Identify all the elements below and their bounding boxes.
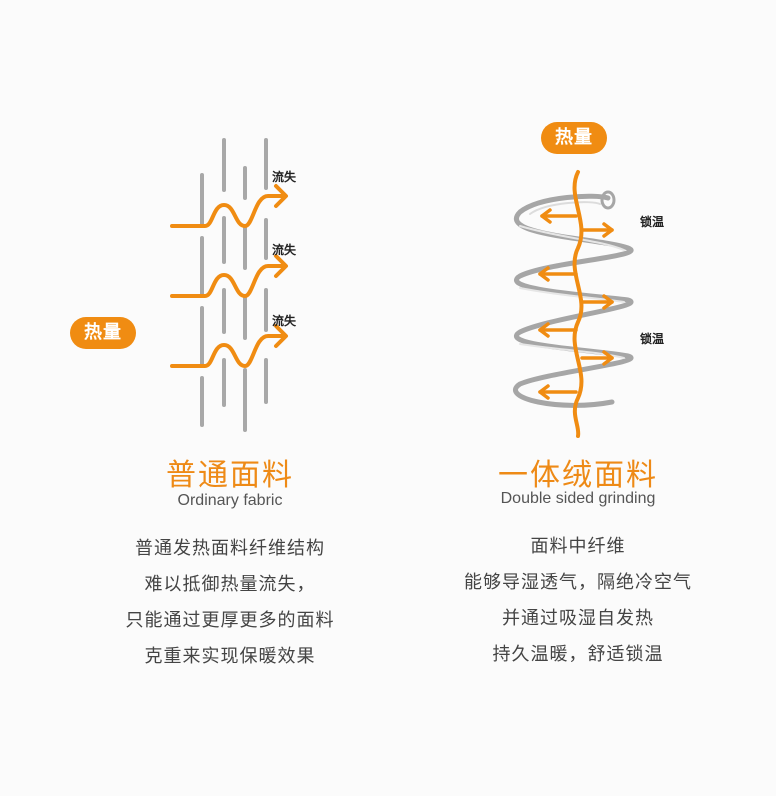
left-subtitle: Ordinary fabric: [177, 492, 283, 509]
right-heat-badge: 热量: [541, 122, 607, 154]
spiral-coil: [513, 190, 634, 408]
left-description-line: 难以抵御热量流失，: [144, 574, 316, 595]
arrow-heads: [274, 184, 288, 348]
lock-temp-label-1: 锁温: [640, 215, 665, 229]
diagram-illustrations: [170, 138, 634, 438]
heat-loss-arrows: [170, 194, 284, 368]
left-description-line: 只能通过更厚更多的面料: [125, 610, 335, 631]
heat-core-line: [572, 170, 584, 438]
left-description-line: 克重来实现保暖效果: [144, 646, 316, 667]
right-subtitle: Double sided grinding: [500, 490, 656, 507]
left-description-line: 普通发热面料纤维结构: [135, 538, 325, 559]
right-description-line: 能够导湿透气，隔绝冷空气: [464, 572, 692, 593]
right-title: 一体绒面料: [498, 458, 658, 493]
right-description: 面料中纤维 能够导湿透气，隔绝冷空气 并通过吸湿自发热 持久温暖，舒适锁温: [408, 529, 748, 673]
left-heat-badge: 热量: [70, 317, 136, 349]
lock-temp-label-2: 锁温: [640, 332, 665, 346]
right-description-line: 持久温暖，舒适锁温: [492, 644, 664, 665]
right-description-line: 面料中纤维: [530, 536, 626, 557]
retention-arrows: [538, 208, 614, 400]
heat-loss-label-1: 流失: [272, 170, 297, 184]
right-description-line: 并通过吸湿自发热: [502, 608, 654, 629]
left-description: 普通发热面料纤维结构 难以抵御热量流失， 只能通过更厚更多的面料 克重来实现保暖…: [60, 531, 400, 675]
heat-loss-label-3: 流失: [272, 314, 297, 328]
heat-loss-label-2: 流失: [272, 243, 297, 257]
fiber-lines: [200, 138, 268, 432]
left-title: 普通面料: [166, 458, 294, 493]
